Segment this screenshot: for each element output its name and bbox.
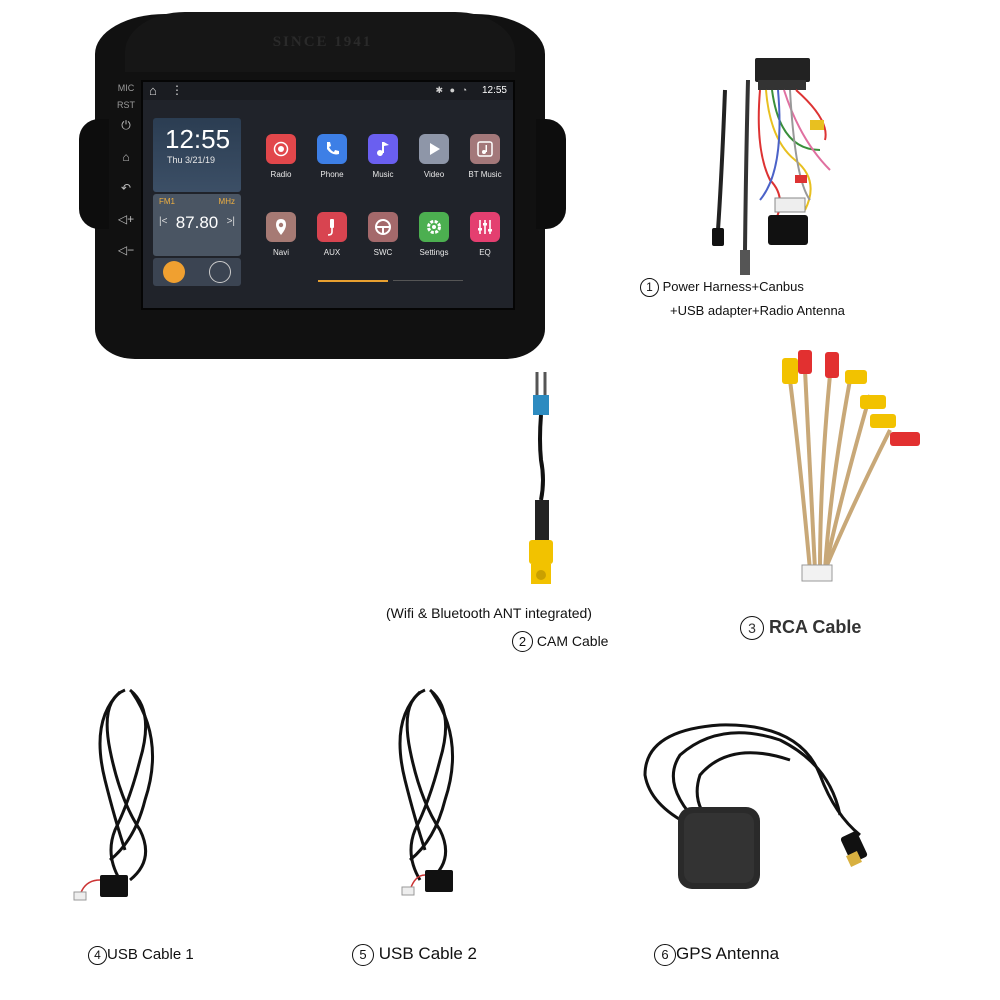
mic-label: MIC <box>117 83 135 93</box>
app-navi[interactable]: Navi <box>259 212 303 257</box>
power-key-icon[interactable]: ⏻ <box>121 118 131 132</box>
home-icon[interactable]: ⌂ <box>149 83 157 98</box>
app-label: Video <box>423 170 445 179</box>
radio-frequency: 87.80 <box>175 213 219 232</box>
radio-prev-icon[interactable]: |< <box>159 216 168 227</box>
caption-5-label: USB Cable 2 <box>378 944 478 963</box>
caption-5: 5 USB Cable 2 <box>352 944 477 966</box>
back-key-icon[interactable]: ↶ <box>120 181 132 195</box>
app-label: EQ <box>479 248 491 257</box>
app-label: Phone <box>320 170 344 179</box>
car-icon[interactable] <box>163 261 185 283</box>
caption-2: 2 CAM Cable <box>512 631 608 652</box>
usb-cable-1-image <box>73 688 155 901</box>
cam-cable-image <box>529 372 553 584</box>
app-label: Navi <box>272 248 289 257</box>
usb-cable-2-image <box>398 688 455 896</box>
brand-text: SINCE 1941 <box>272 34 373 50</box>
swc-icon <box>368 212 398 242</box>
caption-number: 6 <box>654 944 676 966</box>
navi-icon <box>266 212 296 242</box>
caption-4-label: USB Cable 1 <box>107 946 194 963</box>
widget-buttons <box>153 258 241 286</box>
volume-down-key-icon[interactable]: ◁− <box>117 243 135 257</box>
app-label: AUX <box>323 248 341 257</box>
caption-2-note: (Wifi & Bluetooth ANT integrated) <box>386 605 592 621</box>
video-icon <box>419 134 449 164</box>
app-label: Music <box>372 170 394 179</box>
home-key-icon[interactable]: ⌂ <box>122 150 130 164</box>
bt-music-icon <box>470 134 500 164</box>
radio-next-icon[interactable]: >| <box>226 216 235 227</box>
app-music[interactable]: Music <box>361 134 405 179</box>
power-harness-image <box>712 58 831 275</box>
radio-unit: MHz <box>218 197 235 206</box>
side-keys: MIC RST ⏻ ⌂ ↶ ◁+ ◁− <box>111 84 141 274</box>
caption-number: 3 <box>740 616 764 640</box>
location-icon: ● <box>449 85 458 95</box>
status-time: 12:55 <box>481 85 507 96</box>
bezel-wing-left <box>79 119 109 229</box>
app-label: Settings <box>419 248 449 257</box>
caption-2-label: CAM Cable <box>536 633 609 649</box>
app-video[interactable]: Video <box>412 134 456 179</box>
caption-3-label: RCA Cable <box>769 617 862 637</box>
clock-date: Thu 3/21/19 <box>167 155 216 165</box>
caption-1-line1: Power Harness+Canbus <box>662 279 804 294</box>
caption-1-line2: +USB adapter+Radio Antenna <box>670 303 845 318</box>
rca-cable-image <box>782 350 920 582</box>
status-icons: ✱ ● ◔ <box>436 85 469 96</box>
caption-number: 5 <box>352 944 374 966</box>
clock-time: 12:55 <box>165 124 231 154</box>
rst-label: RST <box>117 100 135 110</box>
app-label: Radio <box>270 170 292 179</box>
caption-1: 1 Power Harness+Canbus <box>640 278 804 297</box>
clock-widget[interactable]: 12:55 Thu 3/21/19 <box>153 118 241 192</box>
settings-icon <box>419 212 449 242</box>
app-settings[interactable]: Settings <box>412 212 456 257</box>
eq-icon <box>470 212 500 242</box>
phone-icon <box>317 134 347 164</box>
touch-screen: ⌂ ⋮ ✱ ● ◔ 12:55 12:55 Thu 3/21/19 FM1 MH… <box>141 80 515 310</box>
app-phone[interactable]: Phone <box>310 134 354 179</box>
aux-icon <box>317 212 347 242</box>
radio-widget[interactable]: FM1 MHz |< 87.80 >| <box>153 194 241 256</box>
caption-3: 3 RCA Cable <box>740 616 861 640</box>
app-aux[interactable]: AUX <box>310 212 354 257</box>
page-indicator <box>393 280 463 281</box>
app-eq[interactable]: EQ <box>463 212 507 257</box>
gps-antenna-image <box>643 723 868 889</box>
caption-number: 1 <box>640 278 659 297</box>
apps-grid-icon[interactable] <box>209 261 231 283</box>
bluetooth-icon: ✱ <box>435 85 446 95</box>
radio-band: FM1 <box>159 197 175 206</box>
caption-number: 2 <box>512 631 533 652</box>
status-bar: ⌂ ⋮ ✱ ● ◔ 12:55 <box>143 82 513 100</box>
wifi-icon: ◔ <box>461 85 469 95</box>
volume-up-key-icon[interactable]: ◁+ <box>117 212 135 226</box>
unit-bezel-top <box>125 12 515 72</box>
app-radio[interactable]: Radio <box>259 134 303 179</box>
home-widget: 12:55 Thu 3/21/19 FM1 MHz |< 87.80 >| <box>153 118 241 286</box>
head-unit: SINCE 1941 MIC RST ⏻ ⌂ ↶ ◁+ ◁− ⌂ ⋮ ✱ ● ◔… <box>79 12 566 362</box>
menu-icon[interactable]: ⋮ <box>171 83 183 97</box>
bezel-wing-right <box>536 119 566 229</box>
music-icon <box>368 134 398 164</box>
app-label: SWC <box>373 248 393 257</box>
page-indicator-active <box>318 280 388 282</box>
caption-6-label: GPS Antenna <box>676 944 780 963</box>
app-swc[interactable]: SWC <box>361 212 405 257</box>
caption-number: 4 <box>88 946 107 965</box>
app-bt-music[interactable]: BT Music <box>463 134 507 179</box>
app-label: BT Music <box>468 170 502 179</box>
radio-icon <box>266 134 296 164</box>
